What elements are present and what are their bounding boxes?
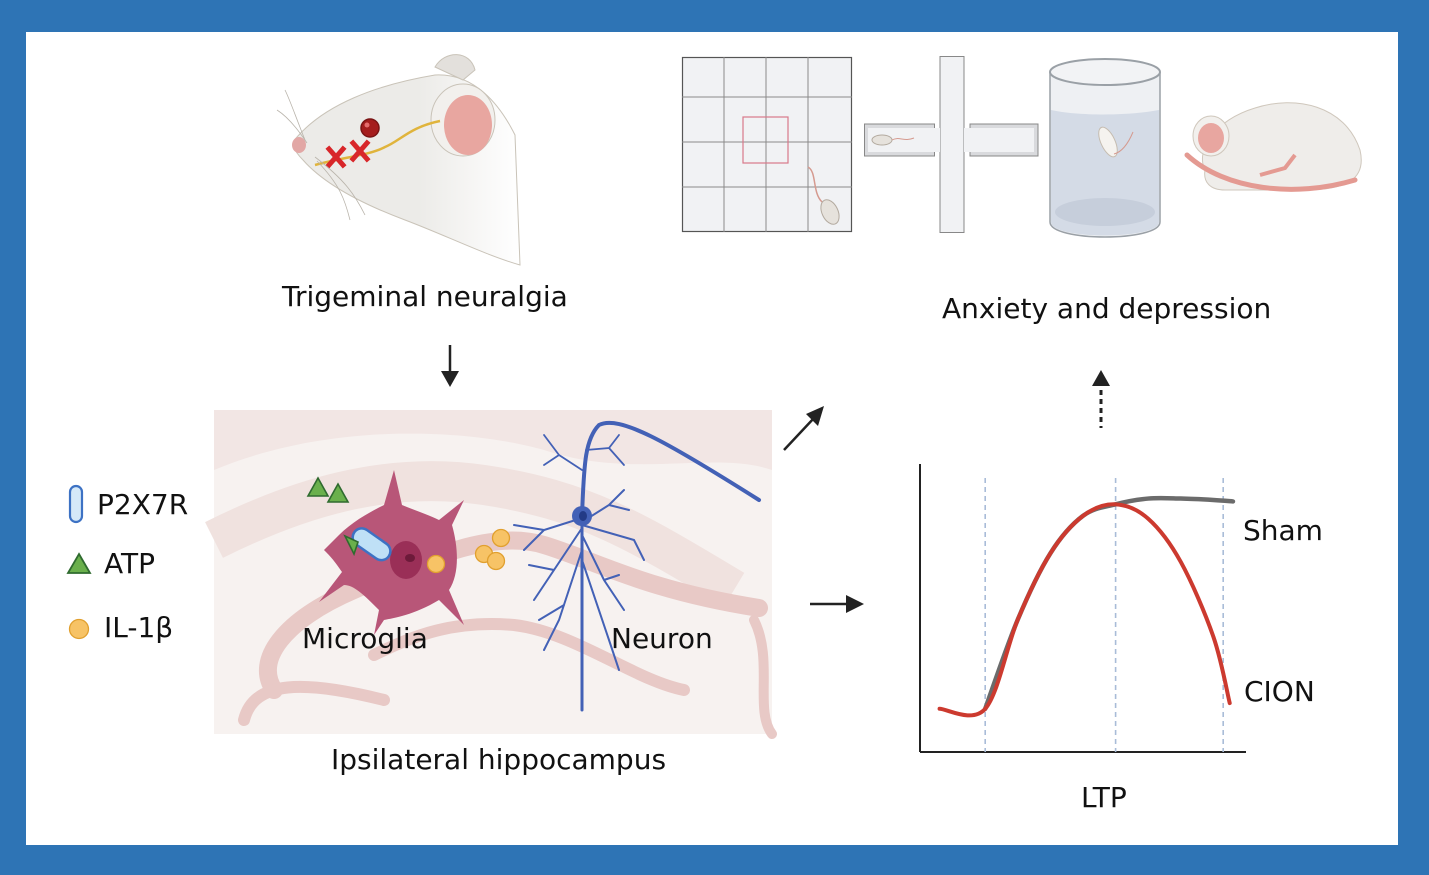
hippocampus-illustration <box>205 410 777 739</box>
ltp-chart <box>919 464 1246 753</box>
ltp-axis-label: LTP <box>1081 781 1127 814</box>
series-line-cion <box>937 502 1232 718</box>
neuron-label: Neuron <box>611 622 713 655</box>
legend-label-p2x7r: P2X7R <box>97 488 189 521</box>
atp-molecule <box>306 476 330 497</box>
curled-mouse-icon <box>1184 102 1362 192</box>
arrow-right-icon <box>810 595 864 613</box>
cion-series-label: CION <box>1244 675 1315 708</box>
il1b-molecule <box>426 528 511 574</box>
nerve-lesion-x-icon <box>325 139 371 169</box>
capsule-icon <box>68 484 84 524</box>
microglia-label: Microglia <box>302 622 428 655</box>
series-line-sham <box>982 495 1236 712</box>
circle-icon <box>68 618 90 640</box>
arrow-down-icon <box>441 345 459 387</box>
legend-label-il1b: IL-1β <box>104 611 174 644</box>
forced-swim-test-icon <box>1049 58 1161 238</box>
ipsilateral-hippocampus-label: Ipsilateral hippocampus <box>331 743 667 776</box>
dashed-arrow-up-icon <box>1092 370 1110 428</box>
atp-molecule <box>343 534 359 557</box>
neuron-cell <box>513 420 761 712</box>
arrow-up-right-icon <box>783 406 824 451</box>
anxiety-depression-label: Anxiety and depression <box>942 292 1272 325</box>
trigeminal-neuralgia-label: Trigeminal neuralgia <box>282 280 568 313</box>
p2x7r-receptor <box>351 527 392 562</box>
triangle-icon <box>66 552 92 574</box>
legend-label-atp: ATP <box>104 547 155 580</box>
mouse-head-illustration <box>276 54 521 266</box>
atp-molecule <box>326 482 350 503</box>
open-field-test-icon <box>681 56 853 233</box>
eye-icon <box>360 118 380 138</box>
sham-series-label: Sham <box>1243 514 1323 547</box>
elevated-plus-maze-icon <box>864 56 1039 233</box>
